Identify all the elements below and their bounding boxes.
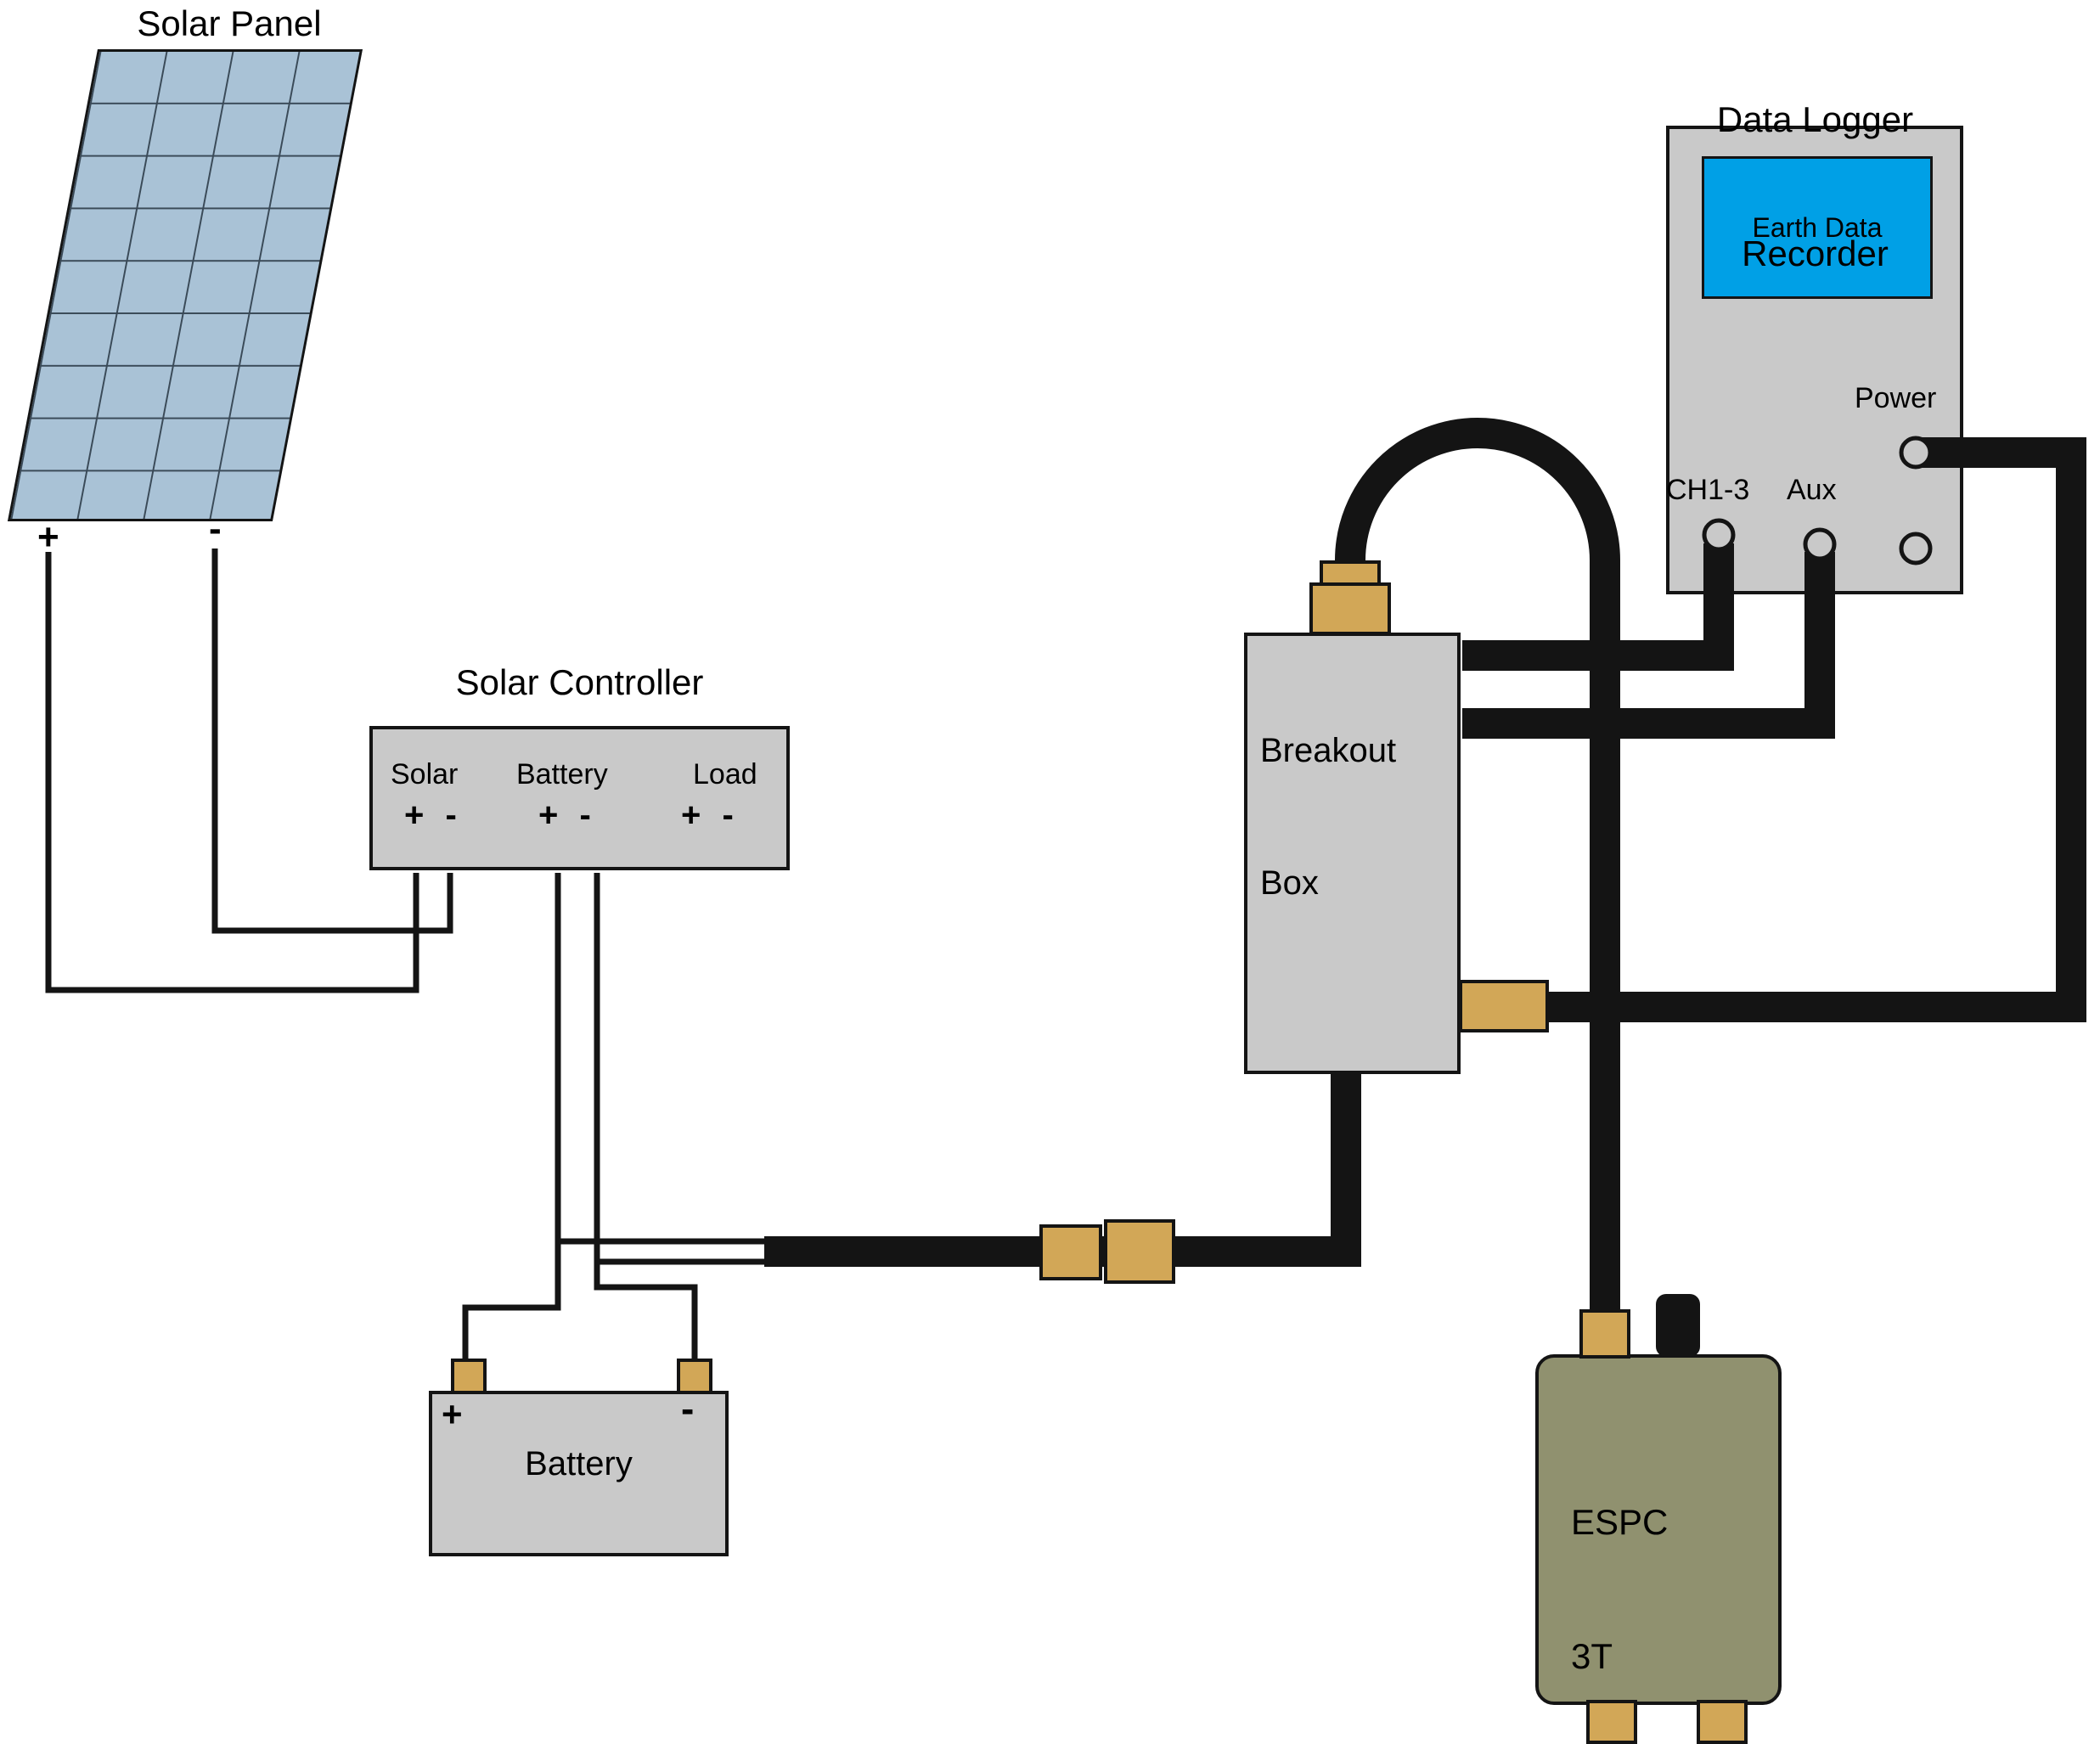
logger-title-line2: Recorder: [1742, 233, 1889, 273]
solar-panel-title: Solar Panel: [137, 3, 322, 43]
espc-bottom-connector-right: [1697, 1700, 1748, 1744]
breakout-label-line2: Box: [1260, 864, 1319, 902]
solar-plus-wire: [45, 552, 419, 993]
solar-panel-plus-label: +: [37, 516, 59, 558]
ch-label: CH1-3: [1666, 474, 1750, 506]
battery-terminal-plus: [451, 1359, 487, 1394]
terminal-symbols-solar: + -: [404, 796, 457, 834]
screen-text: Earth Data: [1752, 211, 1883, 243]
solar-controller-title: Solar Controller: [455, 662, 704, 702]
breakout-right-connector: [1459, 980, 1549, 1032]
breakout-box-label: Breakout Box: [1260, 640, 1396, 993]
terminal-label-battery: Battery: [516, 758, 608, 790]
espc-knob: [1656, 1294, 1700, 1357]
controller-to-battery-plus-wire: [462, 873, 561, 1369]
espc-top-connector: [1579, 1309, 1630, 1359]
inline-connector-a: [1039, 1224, 1102, 1280]
power-to-breakout-cable: [764, 1072, 1361, 1267]
battery-plus-label: +: [442, 1394, 463, 1434]
espc-label: ESPC 3T: [1571, 1411, 1668, 1744]
power-label: Power: [1855, 382, 1937, 414]
battery-box: [429, 1391, 729, 1556]
aux-label: Aux: [1787, 474, 1837, 506]
espc-3t-box: [1535, 1354, 1782, 1705]
terminal-label-load: Load: [693, 758, 757, 790]
breakout-top-connector: [1309, 582, 1391, 635]
terminal-label-solar: Solar: [391, 758, 459, 790]
solar-panel: [7, 49, 363, 521]
battery-minus-label: -: [681, 1387, 695, 1431]
battery-label: Battery: [525, 1445, 633, 1482]
inline-connector-b: [1104, 1219, 1175, 1284]
terminal-symbols-battery: + -: [538, 796, 591, 834]
espc-label-line2: 3T: [1571, 1635, 1613, 1676]
logger-title-line1: Data Logger: [1716, 99, 1914, 139]
data-logger-title: Data Logger Recorder: [1686, 8, 1945, 365]
controller-to-battery-minus-wire: [594, 873, 698, 1369]
solar-panel-minus-label: -: [209, 508, 222, 549]
breakout-top-connector-cap: [1320, 560, 1381, 589]
terminal-symbols-load: + -: [681, 796, 734, 834]
logger-screen: Earth Data: [1702, 156, 1933, 299]
breakout-label-line1: Breakout: [1260, 732, 1397, 769]
espc-label-line1: ESPC: [1571, 1502, 1669, 1542]
